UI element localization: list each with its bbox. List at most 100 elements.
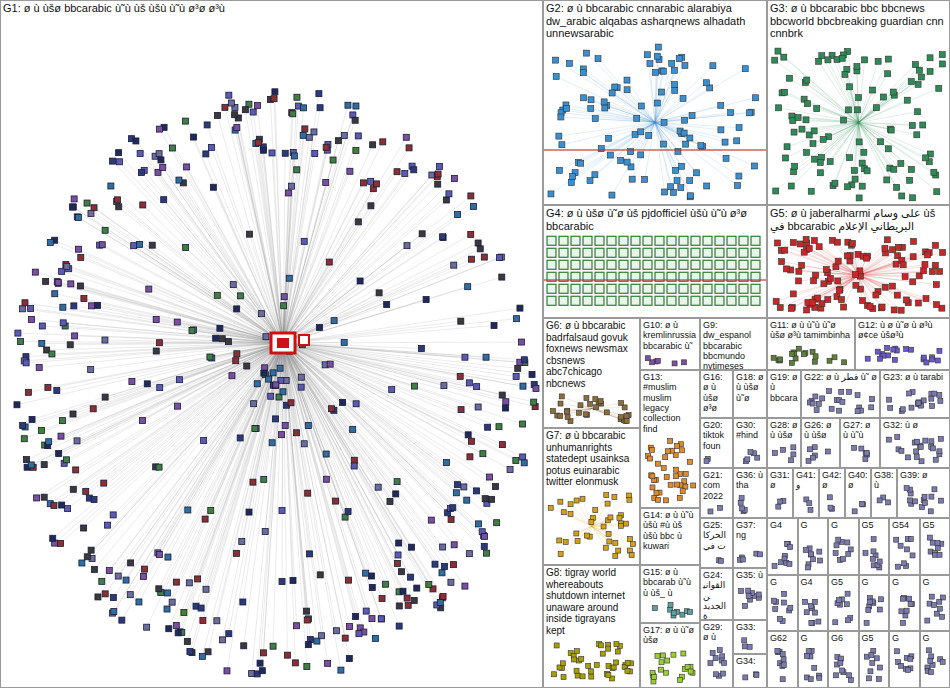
vertex-square bbox=[595, 260, 604, 269]
tie-line bbox=[601, 122, 655, 148]
tie-line bbox=[283, 343, 348, 512]
vertex-square bbox=[584, 396, 589, 401]
vertex-square bbox=[929, 357, 934, 362]
vertex-square bbox=[46, 439, 52, 445]
vertex-square bbox=[907, 177, 913, 183]
vertex-square bbox=[521, 460, 527, 466]
vertex-square bbox=[870, 87, 876, 93]
tie-line bbox=[76, 343, 283, 470]
vertex-square bbox=[38, 427, 44, 433]
tie-line bbox=[283, 343, 442, 573]
tie-line bbox=[795, 122, 859, 166]
tie-line bbox=[571, 122, 655, 182]
vertex-square bbox=[110, 512, 116, 518]
vertex-square bbox=[923, 295, 929, 301]
vertex-square bbox=[921, 398, 926, 403]
tie-line bbox=[814, 240, 858, 275]
vertex-square bbox=[380, 139, 386, 145]
vertex-square bbox=[304, 664, 310, 670]
group-vertices bbox=[807, 389, 874, 414]
vertex-square bbox=[649, 447, 654, 452]
tie-line bbox=[569, 63, 655, 122]
vertex-square bbox=[556, 133, 562, 139]
vertex-square bbox=[290, 111, 296, 117]
vertex-square bbox=[378, 616, 384, 622]
vertex-square bbox=[95, 302, 101, 308]
tie-line bbox=[73, 207, 283, 343]
vertex-square bbox=[662, 189, 668, 195]
tie-line bbox=[655, 113, 749, 123]
vertex-square bbox=[888, 127, 894, 133]
vertex-square bbox=[819, 301, 825, 307]
tie-line bbox=[283, 343, 444, 567]
vertex-square bbox=[156, 151, 162, 157]
vertex-square bbox=[804, 307, 810, 313]
vertex-square bbox=[448, 516, 454, 522]
vertex-square bbox=[89, 303, 95, 309]
vertex-square bbox=[20, 306, 26, 312]
tie-line bbox=[245, 110, 283, 343]
vertex-square bbox=[583, 260, 592, 269]
vertex-square bbox=[201, 438, 207, 444]
vertex-square bbox=[547, 260, 556, 269]
vertex-square bbox=[734, 138, 740, 144]
vertex-square bbox=[250, 109, 256, 115]
vertex-square bbox=[347, 168, 353, 174]
vertex-square bbox=[912, 62, 918, 68]
tie-line bbox=[559, 122, 655, 170]
vertex-square bbox=[736, 125, 742, 131]
vertex-square bbox=[619, 296, 628, 305]
vertex-square bbox=[669, 60, 675, 66]
vertex-square bbox=[260, 650, 266, 656]
vertex-square bbox=[817, 159, 823, 165]
vertex-square bbox=[351, 463, 357, 469]
vertex-square bbox=[865, 356, 870, 361]
vertex-square bbox=[246, 509, 252, 515]
vertex-square bbox=[205, 649, 211, 655]
vertex-square bbox=[679, 248, 688, 257]
tie-line bbox=[243, 343, 283, 602]
tie-line bbox=[255, 343, 283, 429]
vertex-square bbox=[306, 551, 312, 557]
vertex-square bbox=[214, 292, 220, 298]
vertex-square bbox=[355, 219, 361, 225]
tie-line bbox=[859, 272, 940, 276]
tie-line bbox=[283, 343, 478, 524]
vertex-square bbox=[556, 167, 562, 173]
tie-line bbox=[807, 80, 859, 122]
vertex-square bbox=[938, 398, 943, 403]
vertex-square bbox=[559, 284, 568, 293]
tie-line bbox=[859, 275, 907, 300]
vertex-square bbox=[294, 430, 300, 436]
vertex-square bbox=[451, 562, 457, 568]
tie-line bbox=[813, 122, 859, 143]
tie-line bbox=[206, 343, 283, 589]
tie-line bbox=[859, 92, 894, 122]
vertex-square bbox=[929, 269, 935, 275]
tie-line bbox=[283, 343, 320, 575]
vertex-square bbox=[165, 554, 171, 560]
tie-line bbox=[80, 286, 283, 343]
vertex-square bbox=[727, 296, 736, 305]
vertex-square bbox=[663, 455, 668, 460]
vertex-square bbox=[547, 284, 556, 293]
vertex-square bbox=[652, 69, 658, 75]
tie-line bbox=[859, 122, 937, 191]
vertex-square bbox=[291, 153, 297, 159]
vertex-square bbox=[654, 100, 660, 106]
tie-line bbox=[612, 122, 655, 195]
vertex-square bbox=[288, 400, 294, 406]
vertex-square bbox=[533, 386, 539, 392]
vertex-square bbox=[281, 294, 287, 300]
tie-line bbox=[44, 343, 283, 497]
vertex-square bbox=[593, 397, 598, 402]
tie-line bbox=[131, 343, 283, 563]
vertex-square bbox=[940, 249, 946, 255]
vertex-square bbox=[842, 71, 848, 77]
vertex-square bbox=[440, 235, 446, 241]
vertex-square bbox=[825, 57, 831, 63]
tie-line bbox=[283, 136, 358, 343]
vertex-square bbox=[269, 150, 275, 156]
vertex-square bbox=[583, 50, 589, 56]
tie-line bbox=[800, 244, 858, 275]
